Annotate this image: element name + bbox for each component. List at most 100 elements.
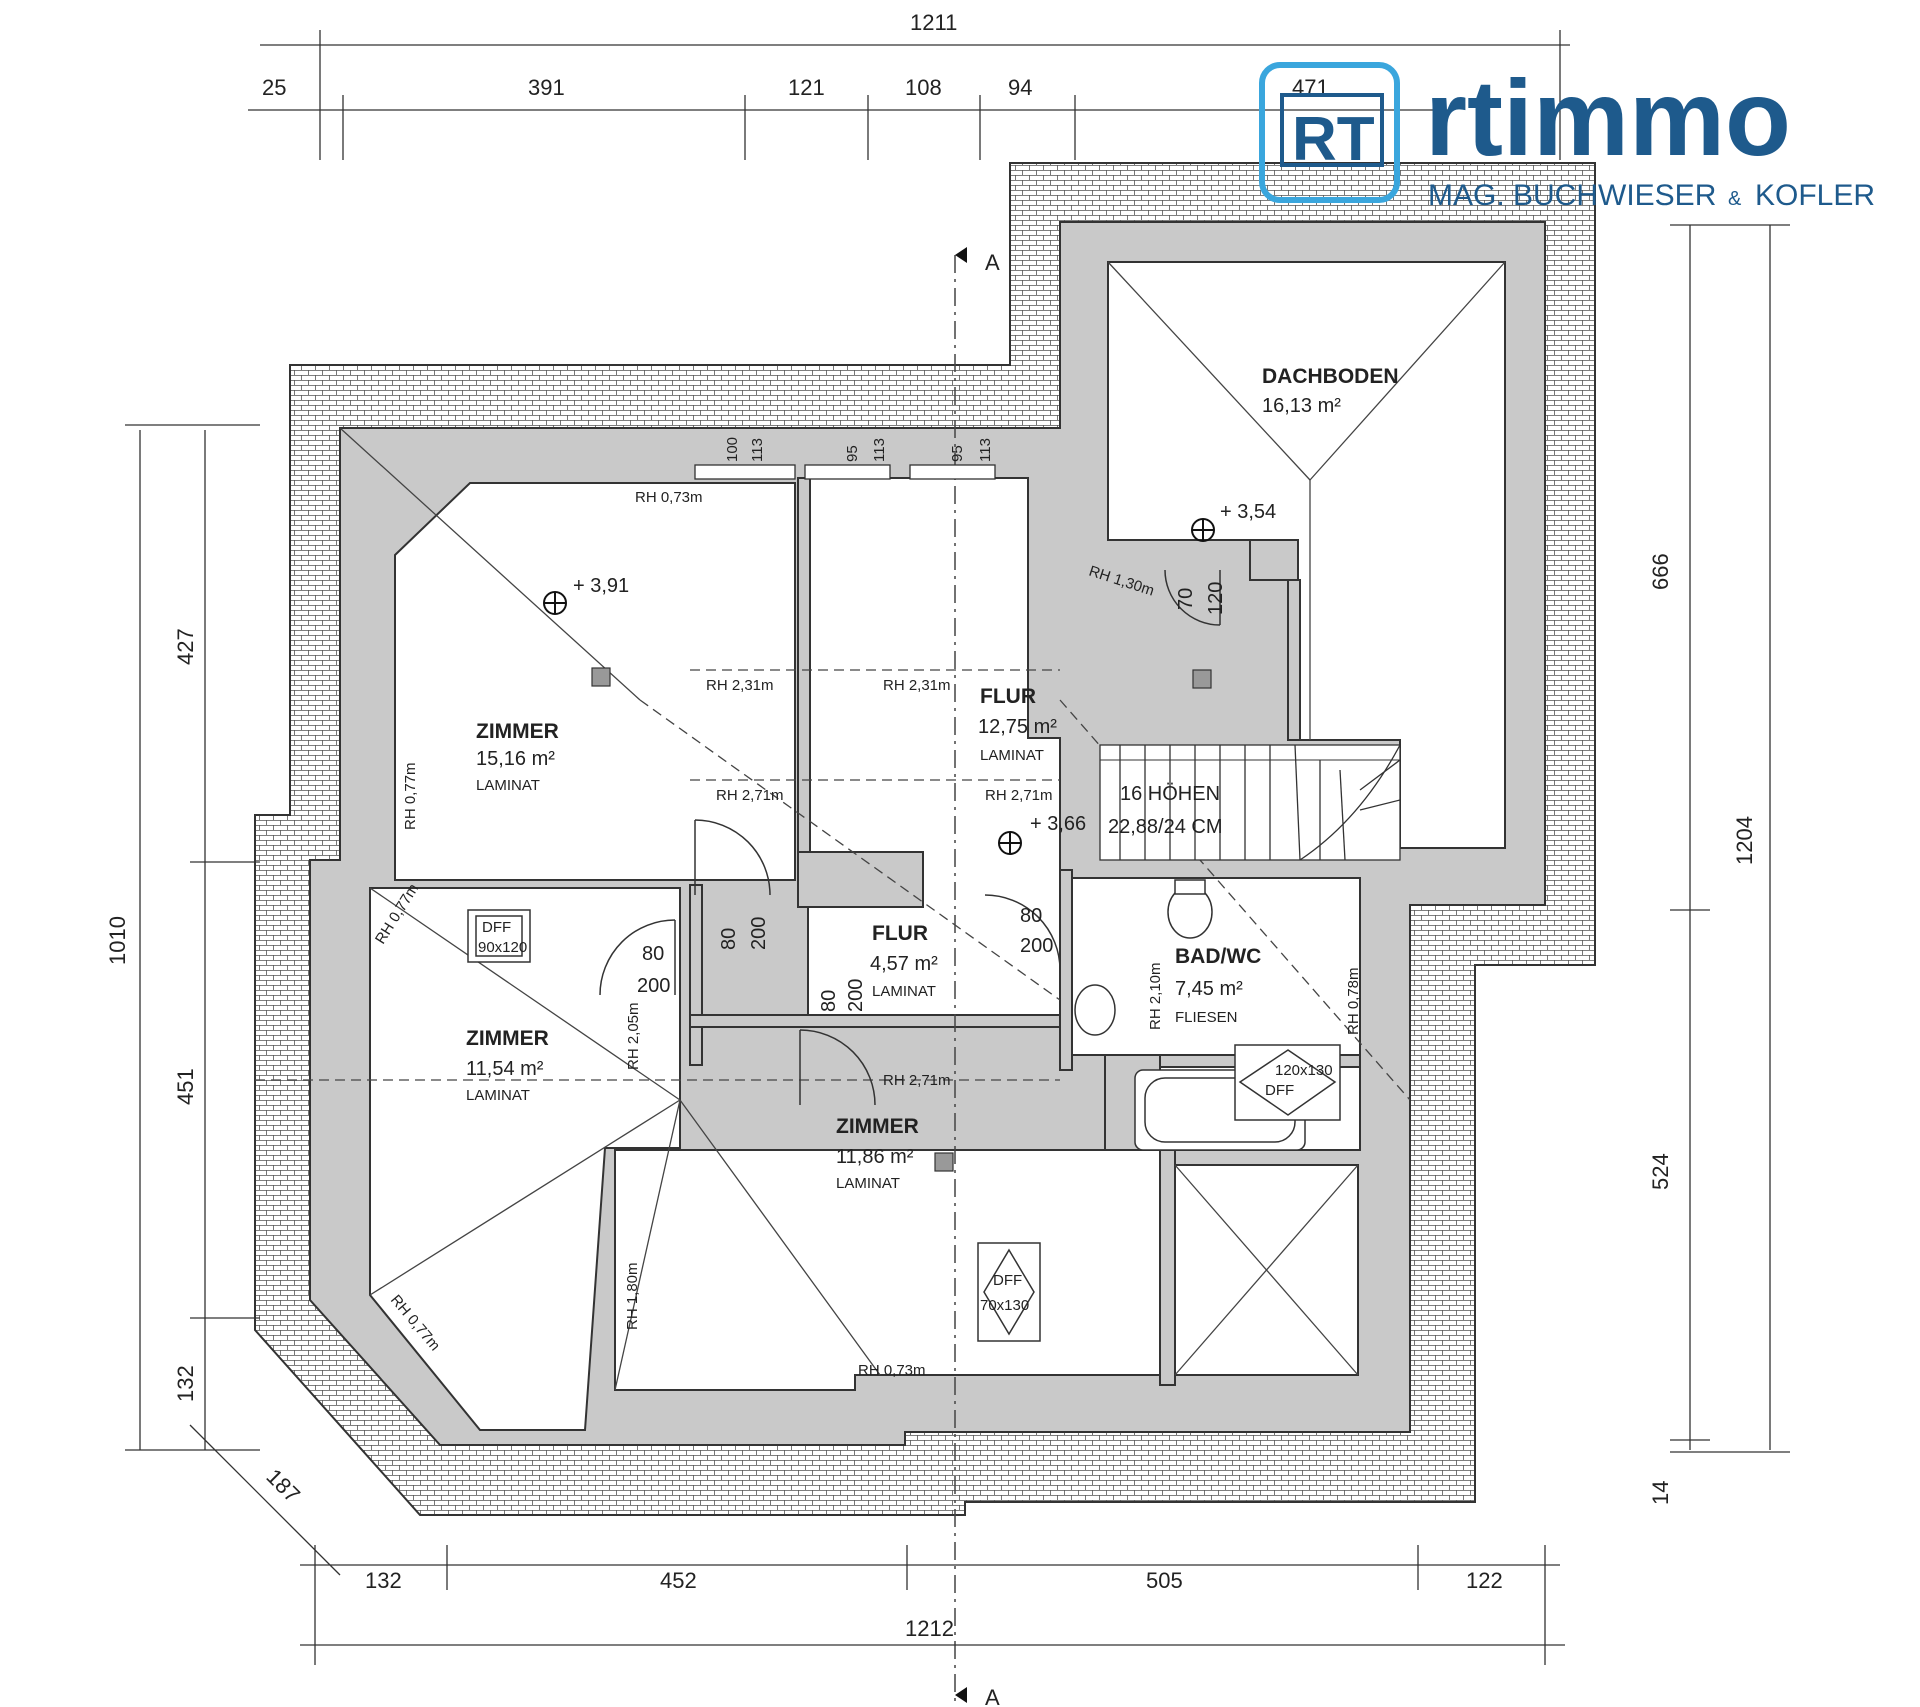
bad-area: 7,45 m² xyxy=(1175,978,1243,1000)
zimmer-1-floor: LAMINAT xyxy=(476,777,540,794)
d4-w: 80 xyxy=(818,990,840,1012)
rh-271-c: RH 2,71m xyxy=(883,1072,951,1089)
flur-2-name: FLUR xyxy=(872,922,928,945)
svg-text:113: 113 xyxy=(749,438,766,462)
rh-271-a: RH 2,71m xyxy=(716,787,784,804)
flur-1-area: 12,75 m² xyxy=(978,716,1057,738)
window-width-labels: 100 113 95 113 95 113 xyxy=(724,437,994,462)
skylight-2-label: DFF xyxy=(993,1272,1022,1289)
svg-text:505: 505 xyxy=(1146,1568,1183,1593)
svg-text:524: 524 xyxy=(1648,1153,1673,1190)
rh-231-b: RH 2,31m xyxy=(883,677,951,694)
d4-h: 200 xyxy=(845,979,867,1012)
rh-073-a: RH 0,73m xyxy=(635,489,703,506)
zimmer-1-area: 15,16 m² xyxy=(476,748,555,770)
dim-diagonal: 187 xyxy=(261,1464,305,1508)
zimmer-1-name: ZIMMER xyxy=(476,720,559,743)
bad-name: BAD/WC xyxy=(1175,945,1261,968)
rh-210: RH 2,10m xyxy=(1147,962,1164,1030)
svg-text:100: 100 xyxy=(724,437,741,462)
svg-text:122: 122 xyxy=(1466,1568,1503,1593)
logo-letters: RT xyxy=(1292,105,1375,174)
skylights xyxy=(467,909,1341,1342)
rh-271-b: RH 2,71m xyxy=(985,787,1053,804)
doors xyxy=(599,569,1221,1106)
rh-078: RH 0,78m xyxy=(1345,967,1362,1035)
svg-text:95: 95 xyxy=(949,445,966,462)
d5-h: 120 xyxy=(1205,582,1227,615)
room-dachboden xyxy=(1107,261,1506,849)
zimmer-2-area: 11,54 m² xyxy=(466,1058,544,1080)
skylight-1-label: DFF xyxy=(482,919,511,936)
svg-text:452: 452 xyxy=(660,1568,697,1593)
d2-w: 80 xyxy=(718,928,740,950)
svg-text:451: 451 xyxy=(173,1068,198,1105)
svg-text:95: 95 xyxy=(844,445,861,462)
d3-w: 80 xyxy=(1020,905,1042,927)
level-3: + 3,66 xyxy=(1030,813,1086,835)
dim-top-total: 1211 xyxy=(910,10,957,35)
level-1: + 3,91 xyxy=(573,575,629,597)
stairs xyxy=(1099,744,1401,861)
logo-box xyxy=(1259,62,1400,203)
svg-text:132: 132 xyxy=(173,1365,198,1402)
rh-077-a: RH 0,77m xyxy=(402,762,419,830)
flur-2-area: 4,57 m² xyxy=(870,953,938,975)
stairs-steps: 16 HÖHEN xyxy=(1120,783,1220,805)
svg-text:113: 113 xyxy=(977,438,994,462)
zimmer-3-name: ZIMMER xyxy=(836,1115,919,1138)
dimension-numbers: 1211 25 391 121 108 94 471 1212 132 452 … xyxy=(105,10,1757,1641)
zimmer-3-floor: LAMINAT xyxy=(836,1175,900,1192)
dim-bottom-total: 1212 xyxy=(905,1616,954,1641)
dimension-lines xyxy=(125,30,1790,1665)
section-arrow-top xyxy=(955,247,967,263)
rh-231-a: RH 2,31m xyxy=(706,677,774,694)
door-labels: 80 200 80 200 80 200 80 200 70 120 xyxy=(637,582,1227,1012)
brand-logo: RT rtimmo MAG. BUCHWIESER & KOFLER xyxy=(1259,57,1875,212)
dim-left-total: 1010 xyxy=(105,916,130,965)
svg-text:121: 121 xyxy=(788,75,825,100)
d1-w: 80 xyxy=(642,943,664,965)
flur-1-floor: LAMINAT xyxy=(980,747,1044,764)
brand-subtitle-right: KOFLER xyxy=(1755,179,1875,212)
rh-205: RH 2,05m xyxy=(625,1002,642,1070)
rh-180: RH 1,80m xyxy=(624,1262,641,1330)
svg-text:132: 132 xyxy=(365,1568,402,1593)
d2-h: 200 xyxy=(748,917,770,950)
level-2: + 3,54 xyxy=(1220,501,1276,523)
flur-1-name: FLUR xyxy=(980,685,1036,708)
flur-2-floor: LAMINAT xyxy=(872,983,936,1000)
svg-text:666: 666 xyxy=(1648,553,1673,590)
zimmer-2-floor: LAMINAT xyxy=(466,1087,530,1104)
zimmer-3-area: 11,86 m² xyxy=(836,1146,914,1168)
section-label-top: A xyxy=(985,250,1000,275)
windows xyxy=(694,464,996,480)
dachboden-name: DACHBODEN xyxy=(1262,365,1399,388)
svg-text:113: 113 xyxy=(871,438,888,462)
svg-text:14: 14 xyxy=(1648,1481,1673,1505)
level-markers xyxy=(543,518,1215,855)
dim-right-outer: 1204 xyxy=(1732,816,1757,865)
bad-floor: FLIESEN xyxy=(1175,1009,1238,1026)
section-arrow-bottom xyxy=(955,1687,967,1703)
skylight-3-label: DFF xyxy=(1265,1082,1294,1099)
dachboden-area: 16,13 m² xyxy=(1262,395,1341,417)
svg-text:94: 94 xyxy=(1008,75,1032,100)
svg-text:391: 391 xyxy=(528,75,565,100)
svg-text:25: 25 xyxy=(262,75,286,100)
brand-subtitle-amp: & xyxy=(1728,188,1742,210)
rh-073-b: RH 0,73m xyxy=(858,1362,926,1379)
roof-lines xyxy=(255,261,1506,1391)
skylight-2-size: 70x130 xyxy=(980,1297,1029,1314)
d3-h: 200 xyxy=(1020,935,1053,957)
room-zimmer-2 xyxy=(369,887,681,1431)
brand-name: rtimmo xyxy=(1425,57,1791,178)
zimmer-2-name: ZIMMER xyxy=(466,1027,549,1050)
section-label-bottom: A xyxy=(985,1685,1000,1707)
skylight-3-size: 120x130 xyxy=(1275,1062,1333,1079)
vents xyxy=(591,667,1212,1172)
brand-subtitle-left: MAG. BUCHWIESER xyxy=(1428,179,1716,212)
svg-text:427: 427 xyxy=(173,628,198,665)
skylight-1-size: 90x120 xyxy=(478,939,527,956)
